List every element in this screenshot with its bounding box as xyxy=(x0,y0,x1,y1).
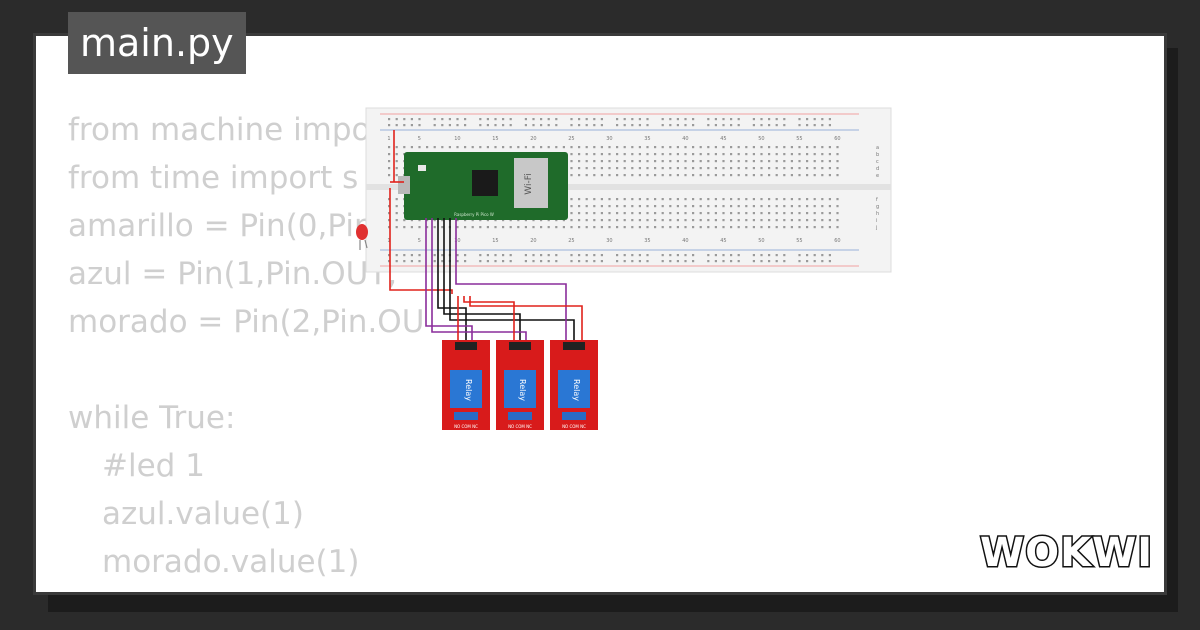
row-label: c xyxy=(876,159,879,165)
column-label: 20 xyxy=(530,136,536,142)
row-label: e xyxy=(876,173,879,179)
column-label: 50 xyxy=(758,136,764,142)
row-label: j xyxy=(875,225,877,231)
column-label: 50 xyxy=(758,238,764,244)
column-label: 1 xyxy=(387,238,390,244)
wire-purple-signal-2 xyxy=(431,218,527,340)
column-label: 45 xyxy=(720,136,726,142)
column-label: 40 xyxy=(682,136,688,142)
row-label: b xyxy=(876,152,879,158)
relay-module-1[interactable]: Relay NO COM NC xyxy=(442,340,490,430)
code-line: amarillo = Pin(0,Pin. xyxy=(68,208,384,244)
column-label: 20 xyxy=(530,238,536,244)
code-line: from time import s xyxy=(68,160,359,196)
code-line: #led 1 xyxy=(102,448,205,484)
wire-black-gnd-1 xyxy=(437,218,467,340)
column-label: 15 xyxy=(492,136,498,142)
wire-black-gnd-2 xyxy=(443,218,521,340)
column-label: 30 xyxy=(606,238,612,244)
column-label: 55 xyxy=(796,136,802,142)
file-tab-label[interactable]: main.py xyxy=(68,12,246,74)
column-label: 35 xyxy=(644,238,650,244)
row-label: h xyxy=(876,211,879,217)
code-line: morado.value(1) xyxy=(102,544,360,580)
column-label: 35 xyxy=(644,136,650,142)
project-preview-card[interactable]: from machine impo from time import s amari… xyxy=(33,33,1167,595)
row-label: d xyxy=(876,166,879,172)
column-label: 25 xyxy=(568,238,574,244)
column-label: 5 xyxy=(418,238,421,244)
column-label: 55 xyxy=(796,238,802,244)
svg-text:NO COM NC: NO COM NC xyxy=(562,424,586,429)
code-line: azul = Pin(1,Pin.OUT, xyxy=(68,256,398,292)
wires xyxy=(389,130,583,340)
wifi-module xyxy=(514,158,548,208)
svg-text:Relay: Relay xyxy=(518,379,527,401)
wokwi-logo-text: WOKWI xyxy=(980,530,1153,576)
row-label: a xyxy=(876,145,879,151)
code-line: azul.value(1) xyxy=(102,496,304,532)
column-label: 30 xyxy=(606,136,612,142)
relay-module-3[interactable]: Relay NO COM NC xyxy=(550,340,598,430)
relay-modules: Relay NO COM NC Relay NO COM NC Relay NO COM … xyxy=(442,340,598,430)
wire-purple-signal-3 xyxy=(455,218,567,340)
svg-text:Relay: Relay xyxy=(572,379,581,401)
breadboard-center-channel xyxy=(366,184,891,190)
raspberry-pi-pico-w[interactable]: Wi-Fi Raspberry Pi Pico W xyxy=(398,152,568,220)
column-label: 15 xyxy=(492,238,498,244)
pico-label: Raspberry Pi Pico W xyxy=(454,212,494,217)
row-label: g xyxy=(876,204,879,210)
wire-red-relay-2 xyxy=(463,296,515,340)
column-label: 10 xyxy=(454,136,460,142)
row-label: i xyxy=(876,218,877,224)
column-label: 10 xyxy=(454,238,460,244)
wire-black-gnd-3 xyxy=(449,218,575,340)
relay-module-2[interactable]: Relay NO COM NC xyxy=(496,340,544,430)
svg-text:Relay: Relay xyxy=(464,379,473,401)
wifi-label: Wi-Fi xyxy=(524,173,534,194)
wokwi-logo[interactable]: WOKWI xyxy=(974,524,1154,580)
row-label: f xyxy=(876,197,878,203)
code-line: from machine impo xyxy=(68,112,371,148)
rp2040-chip xyxy=(472,170,498,196)
svg-text:NO COM NC: NO COM NC xyxy=(508,424,532,429)
column-label: 60 xyxy=(834,238,840,244)
column-label: 45 xyxy=(720,238,726,244)
code-listing: from machine impo from time import s amari… xyxy=(68,106,424,586)
column-label: 5 xyxy=(418,136,421,142)
wire-purple-signal-1 xyxy=(425,218,473,340)
column-label: 40 xyxy=(682,238,688,244)
column-label: 60 xyxy=(834,136,840,142)
usb-connector xyxy=(398,176,410,194)
column-label: 1 xyxy=(387,136,390,142)
wire-red-relay-3 xyxy=(469,296,583,340)
svg-text:NO COM NC: NO COM NC xyxy=(454,424,478,429)
red-led[interactable] xyxy=(356,224,368,250)
column-label: 25 xyxy=(568,136,574,142)
bootsel-button xyxy=(418,165,426,171)
code-line: morado = Pin(2,Pin.OU xyxy=(68,304,425,340)
code-line: while True: xyxy=(68,400,236,436)
wire-red-vcc xyxy=(389,188,453,294)
